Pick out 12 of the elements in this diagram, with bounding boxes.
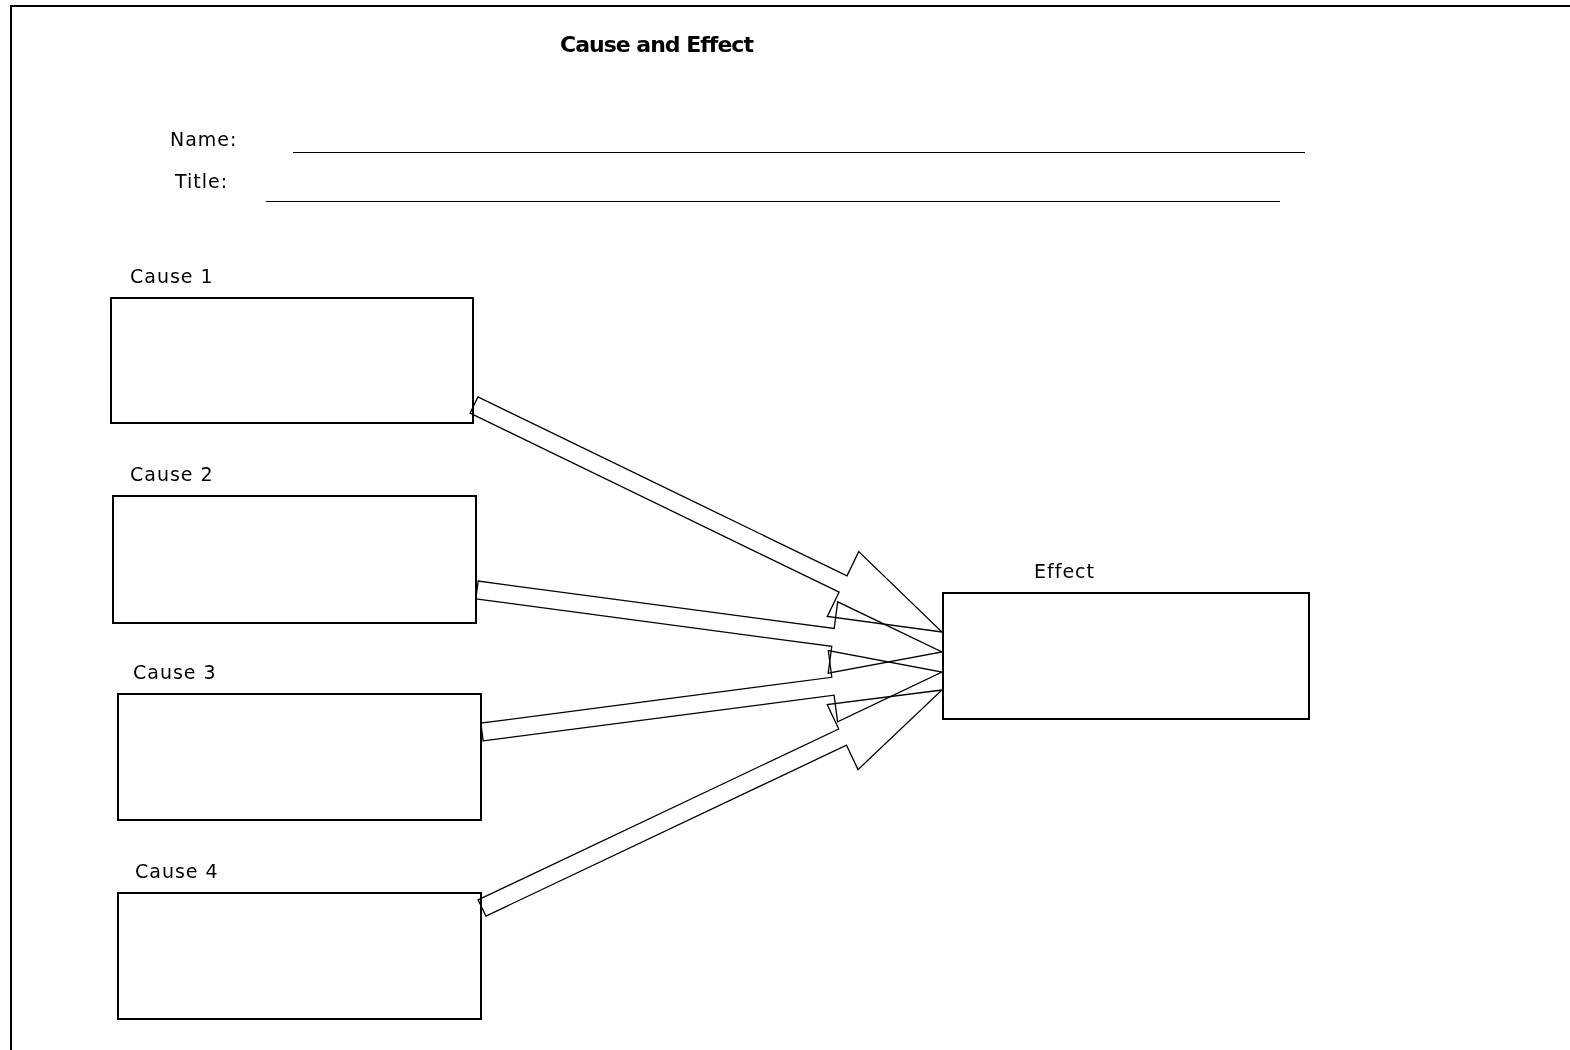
block-arrow (477, 689, 944, 917)
block-arrow (469, 396, 944, 633)
box-heading: Cause 1 (130, 265, 214, 287)
block-arrow (480, 649, 945, 742)
box-heading: Cause 4 (135, 860, 219, 882)
field-label: Title: (175, 170, 229, 192)
box-heading: Effect (1034, 560, 1095, 582)
block-arrow (475, 580, 945, 674)
box-heading: Cause 2 (130, 463, 214, 485)
diagram-title: Cause and Effect (560, 32, 753, 57)
box-heading: Cause 3 (133, 661, 217, 683)
field-label: Name: (170, 128, 238, 150)
